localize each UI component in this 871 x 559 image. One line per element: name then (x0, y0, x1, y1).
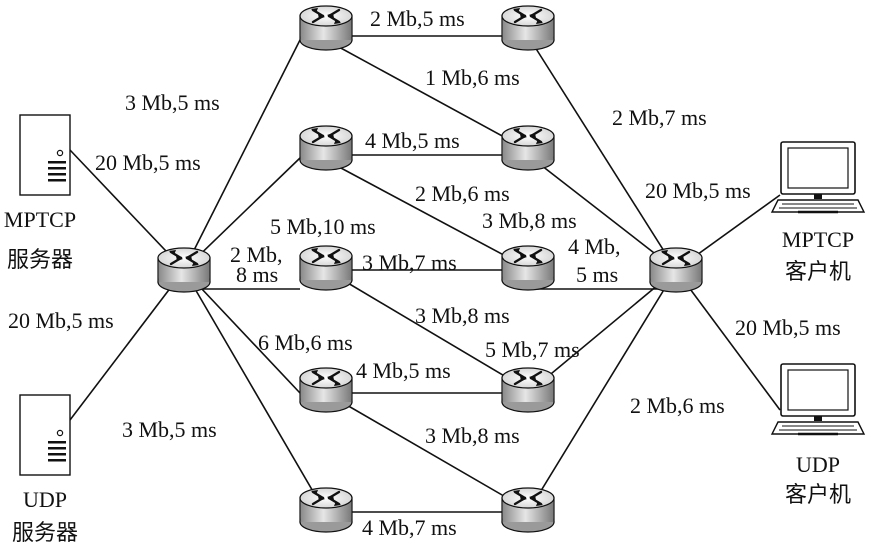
link-label: 2 Mb,6 ms (415, 181, 510, 206)
link-udp-server (69, 269, 185, 421)
link-label: 5 Mb,10 ms (270, 214, 376, 239)
link-label: 2 Mb,5 ms (370, 6, 465, 31)
udp-server-label-1: UDP (23, 487, 67, 512)
router-d1 (500, 4, 556, 52)
router-r2 (298, 124, 354, 172)
udp-client-icon (770, 362, 866, 436)
link-label: 4 Mb,5 ms (365, 128, 460, 153)
link-src-r1 (183, 39, 301, 271)
mptcp-client-label-1: MPTCP (782, 227, 854, 252)
link-src-r4 (183, 269, 301, 394)
link-mptcp-server (69, 149, 185, 271)
link-d2-client (527, 154, 677, 271)
router-d5 (500, 486, 556, 534)
udp-server-label-2: 服务器 (12, 520, 78, 545)
link-r1-d2 (325, 39, 529, 151)
link-label: 4 Mb,5 ms (356, 358, 451, 383)
router-d3 (500, 244, 556, 292)
router-d4 (500, 366, 556, 414)
router-r5 (298, 486, 354, 534)
mptcp-server-label-1: MPTCP (4, 207, 76, 232)
link-label: 5 Mb,7 ms (485, 337, 580, 362)
link-d4-client (527, 269, 677, 394)
link-label: 3 Mb,8 ms (482, 208, 577, 233)
udp-server-icon (19, 394, 71, 476)
link-label: 20 Mb,5 ms (95, 150, 201, 175)
link-label: 3 Mb,5 ms (122, 417, 217, 442)
link-src-r5 (183, 269, 326, 513)
link-r3-d4 (325, 269, 529, 391)
udp-client-label-1: UDP (796, 452, 840, 477)
link-label: 3 Mb,8 ms (425, 423, 520, 448)
link-d5-client (527, 269, 677, 513)
link-label: 3 Mb,5 ms (125, 90, 220, 115)
router-src (156, 246, 212, 294)
link-label: 2 Mb, (230, 242, 283, 267)
router-r3 (298, 244, 354, 292)
link-label: 8 ms (236, 262, 278, 287)
link-label: 1 Mb,6 ms (425, 65, 520, 90)
link-label: 20 Mb,5 ms (735, 315, 841, 340)
link-label: 4 Mb, (568, 234, 621, 259)
link-label: 20 Mb,5 ms (645, 178, 751, 203)
link-label: 3 Mb,8 ms (415, 303, 510, 328)
router-r4 (298, 366, 354, 414)
links (69, 35, 781, 513)
router-r1 (298, 4, 354, 52)
link-r2-d3 (325, 159, 529, 269)
router-dst (648, 246, 704, 294)
link-label: 6 Mb,6 ms (258, 330, 353, 355)
link-label: 2 Mb,7 ms (612, 105, 707, 130)
link-label: 2 Mb,6 ms (630, 393, 725, 418)
link-udp-client (675, 269, 781, 411)
router-d2 (500, 124, 556, 172)
mptcp-server-label-2: 服务器 (7, 247, 73, 272)
link-label: 4 Mb,7 ms (362, 515, 457, 540)
udp-client-label-2: 客户机 (785, 482, 851, 507)
link-label: 5 ms (576, 262, 618, 287)
mptcp-client-label-2: 客户机 (785, 259, 851, 284)
link-d1-client (527, 35, 677, 271)
link-label: 20 Mb,5 ms (8, 308, 114, 333)
mptcp-client-icon (770, 140, 866, 214)
mptcp-server-icon (19, 114, 71, 196)
link-r4-d5 (325, 392, 529, 511)
link-label: 3 Mb,7 ms (362, 250, 457, 275)
